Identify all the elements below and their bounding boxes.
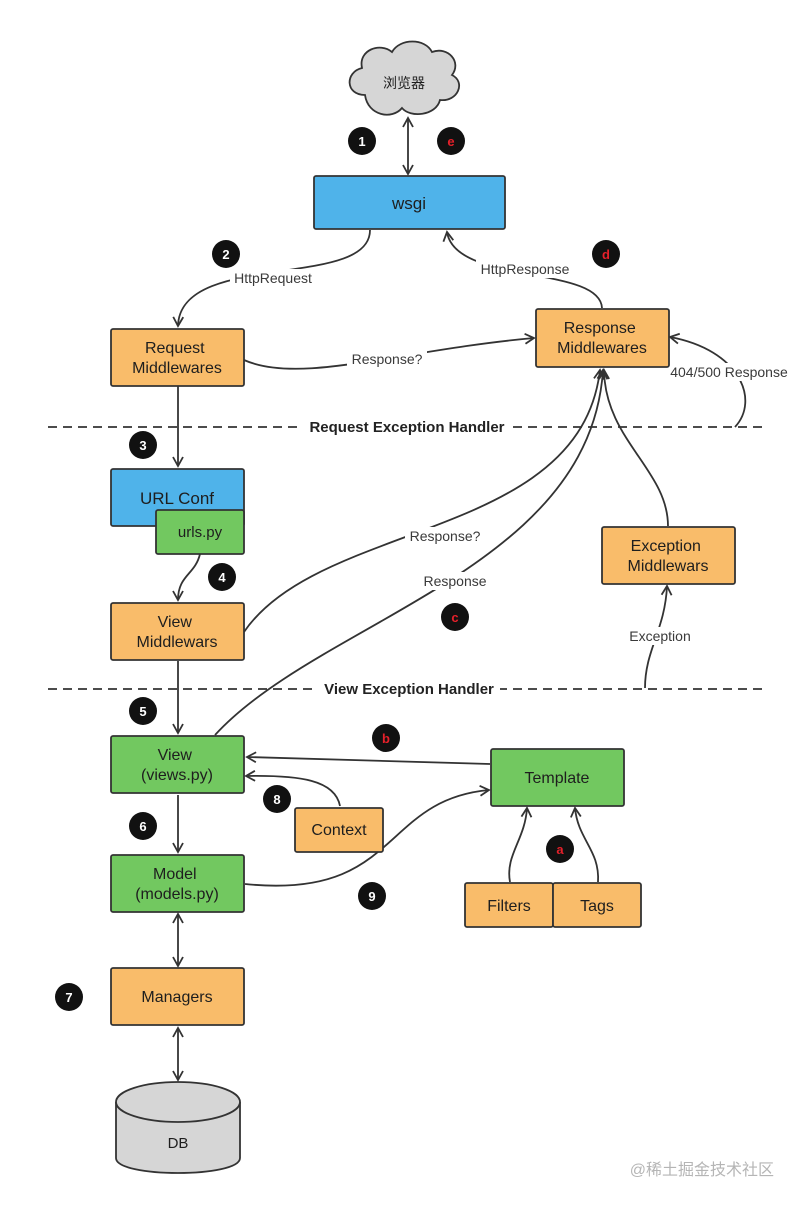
separators: Request Exception Handler View Exception… (48, 418, 765, 698)
badge-3-text: 3 (139, 438, 146, 453)
edge-template-view (245, 751, 491, 765)
exception-middlewars-line1: Exception (631, 538, 701, 555)
model-line2: (models.py) (135, 886, 219, 903)
edge-context-view (244, 770, 341, 807)
wsgi-label: wsgi (391, 194, 426, 213)
badge-1-text: 1 (358, 134, 365, 149)
badge-5-text: 5 (139, 704, 146, 719)
response-middlewares-line2: Middlewares (557, 340, 647, 357)
response-middlewares-box: Response Middlewares (535, 308, 670, 368)
watermark: @稀土掘金技术社区 (630, 1161, 774, 1179)
request-middlewares-label: Request Middlewares (132, 340, 222, 377)
badge-c: c (441, 603, 469, 631)
label-response: Response (423, 573, 486, 589)
label-404-500-response: 404/500 Response (670, 364, 788, 380)
request-middlewares-line2: Middlewares (132, 360, 222, 377)
label-response-q1: Response? (352, 351, 423, 367)
badge-9-text: 9 (368, 889, 375, 904)
browser-label: 浏览器 (383, 75, 425, 91)
badge-d-text: d (602, 247, 610, 262)
browser-cloud: 浏览器 (348, 40, 460, 116)
template-box: Template (490, 748, 625, 807)
edge-urls-viewmw (172, 553, 201, 602)
edge-exception-response (598, 368, 669, 527)
badge-8: 8 (263, 785, 291, 813)
view-middlewars-line1: View (158, 614, 193, 631)
exception-middlewars-label: Exception Middlewars (628, 538, 709, 575)
url-conf-label: URL Conf (140, 489, 214, 508)
badge-b-text: b (382, 731, 390, 746)
edge-viewmw-response (243, 368, 605, 633)
urls-py-box: urls.py (155, 509, 245, 555)
label-http-request: HttpRequest (234, 270, 312, 286)
view-middlewars-box: View Middlewars (110, 602, 245, 661)
badge-9: 9 (358, 882, 386, 910)
badge-3: 3 (129, 431, 157, 459)
badge-a: a (546, 835, 574, 863)
badge-8-text: 8 (273, 792, 280, 807)
managers-box: Managers (110, 967, 245, 1026)
badge-b: b (372, 724, 400, 752)
view-line2: (views.py) (141, 767, 213, 784)
model-label: Model (models.py) (135, 866, 219, 903)
edge-filters-template (508, 806, 533, 883)
view-box: View (views.py) (110, 735, 245, 794)
badge-4: 4 (208, 563, 236, 591)
model-line1: Model (153, 866, 197, 883)
badge-2-text: 2 (222, 247, 229, 262)
view-line1: View (158, 747, 193, 764)
badge-e: e (437, 127, 465, 155)
badge-5: 5 (129, 697, 157, 725)
badge-d: d (592, 240, 620, 268)
label-response-q2: Response? (410, 528, 481, 544)
badge-6: 6 (129, 812, 157, 840)
nodes: 浏览器 wsgi Request Middlewares Response Mi… (110, 40, 736, 1174)
response-middlewares-line1: Response (564, 320, 636, 337)
edge-tags-template (570, 806, 599, 883)
badge-4-text: 4 (218, 570, 226, 585)
badge-7: 7 (55, 983, 83, 1011)
badge-e-text: e (447, 134, 454, 149)
badge-6-text: 6 (139, 819, 146, 834)
request-exception-handler-label: Request Exception Handler (309, 419, 504, 436)
badge-7-text: 7 (65, 990, 72, 1005)
request-middlewares-box: Request Middlewares (110, 328, 245, 387)
badge-c-text: c (451, 610, 458, 625)
step-badges: 1 e 2 d 3 4 c 5 b 8 6 a 9 7 (55, 127, 620, 1011)
urls-py-label: urls.py (178, 524, 223, 541)
filters-label: Filters (487, 898, 531, 915)
response-middlewares-label: Response Middlewares (557, 320, 647, 357)
exception-middlewars-box: Exception Middlewars (601, 526, 736, 585)
filters-box: Filters (464, 882, 554, 928)
edges (172, 116, 747, 1082)
tags-label: Tags (580, 898, 614, 915)
badge-a-text: a (556, 842, 564, 857)
template-label: Template (525, 770, 590, 787)
edge-model-template (244, 785, 491, 887)
tags-box: Tags (552, 882, 642, 928)
label-http-response: HttpResponse (481, 261, 570, 277)
request-middlewares-line1: Request (145, 340, 205, 357)
edge-status-loop (668, 332, 747, 428)
view-exception-handler-label: View Exception Handler (324, 681, 494, 698)
exception-middlewars-line2: Middlewars (628, 558, 709, 575)
edge-labels: HttpRequest HttpResponse Response? 404/5… (230, 260, 793, 645)
db-cylinder: DB (115, 1081, 241, 1174)
wsgi-box: wsgi (313, 175, 506, 230)
managers-label: Managers (141, 989, 212, 1006)
view-middlewars-label: View Middlewars (137, 614, 218, 651)
context-label: Context (311, 822, 367, 839)
context-box: Context (294, 807, 384, 853)
view-label: View (views.py) (141, 747, 213, 784)
model-box: Model (models.py) (110, 854, 245, 913)
label-exception: Exception (629, 628, 690, 644)
view-middlewars-line2: Middlewars (137, 634, 218, 651)
badge-1: 1 (348, 127, 376, 155)
db-label: DB (168, 1135, 189, 1152)
badge-2: 2 (212, 240, 240, 268)
